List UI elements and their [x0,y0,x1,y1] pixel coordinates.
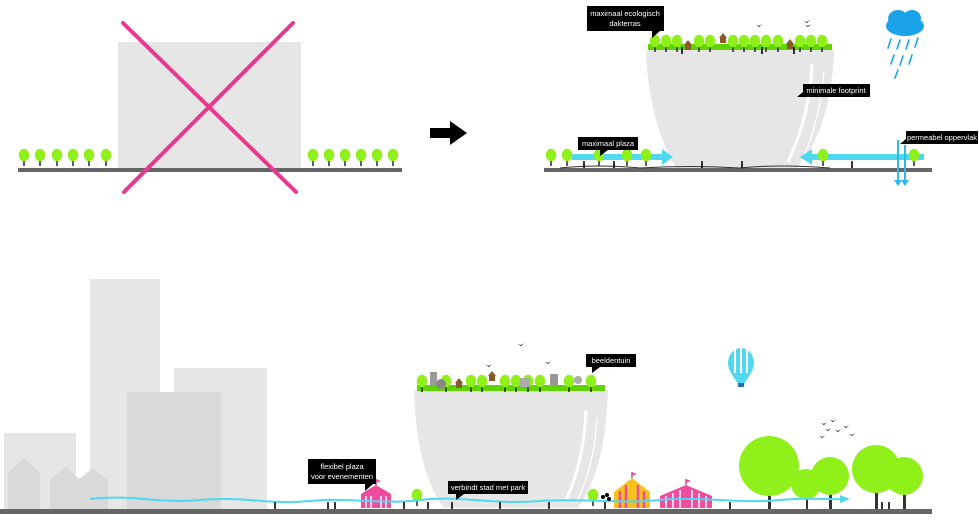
park-trees [411,436,923,510]
label-plaza-text: maximaal plaza [582,139,635,148]
plaza-arrow-right [800,149,924,165]
label-footprint-text: minimale footprint [806,86,866,95]
bird-flock-icon [819,419,855,438]
cross-out-icon [121,21,298,194]
bird-house-icon [684,33,794,50]
label-plaza: maximaal plaza [578,137,638,156]
bird-icon [756,20,811,27]
label-flex-line2: voor evenementen [311,472,373,481]
ground-line-concept [544,168,932,172]
label-flex-line1: flexibel plaza [320,462,364,471]
hot-air-balloon-icon [728,348,754,387]
tree-row-left [18,148,112,166]
label-oppervlak: permeabel oppervlak [900,131,978,144]
city-skyline [4,279,267,510]
sculpture [436,379,446,389]
tree-row-right [307,148,399,166]
cup-building [646,50,834,168]
sculpture [574,376,582,384]
circus-tent-icon [660,479,712,508]
circus-tent-icon [614,472,650,508]
bird-house-icon [455,371,496,388]
label-dakterras: maximaal ecologisch dakterras [587,6,664,38]
label-oppervlak-text: permeabel oppervlak [907,133,977,142]
panel-conventional [18,21,402,194]
arrow-right-icon [430,121,467,145]
label-dakterras-line1: maximaal ecologisch [590,9,660,18]
sculpture [430,372,437,386]
sculpture-garden [416,371,605,392]
label-dakterras-line2: dakterras [609,19,641,28]
sculpture [520,378,530,387]
roof-garden [648,33,832,54]
panel-section [0,279,932,514]
label-beeldentuin-text: beeldentuin [592,356,631,365]
ground-line-section [0,509,932,514]
cup-building-section [414,390,608,508]
connection-path [89,496,846,504]
rain-cloud-icon [886,10,924,79]
sculpture [550,374,558,386]
label-flexibel-plaza: flexibel plaza voor evenementen [308,459,376,491]
label-verbindt: verbindt stad met park [448,481,528,500]
bird-icon [486,343,551,367]
label-beeldentuin: beeldentuin [586,354,636,373]
ground-line [18,168,402,172]
label-verbindt-text: verbindt stad met park [451,483,525,492]
label-footprint: minimale footprint [797,84,870,97]
permeable-water-arrows [894,140,909,186]
panel-concept [544,10,932,186]
